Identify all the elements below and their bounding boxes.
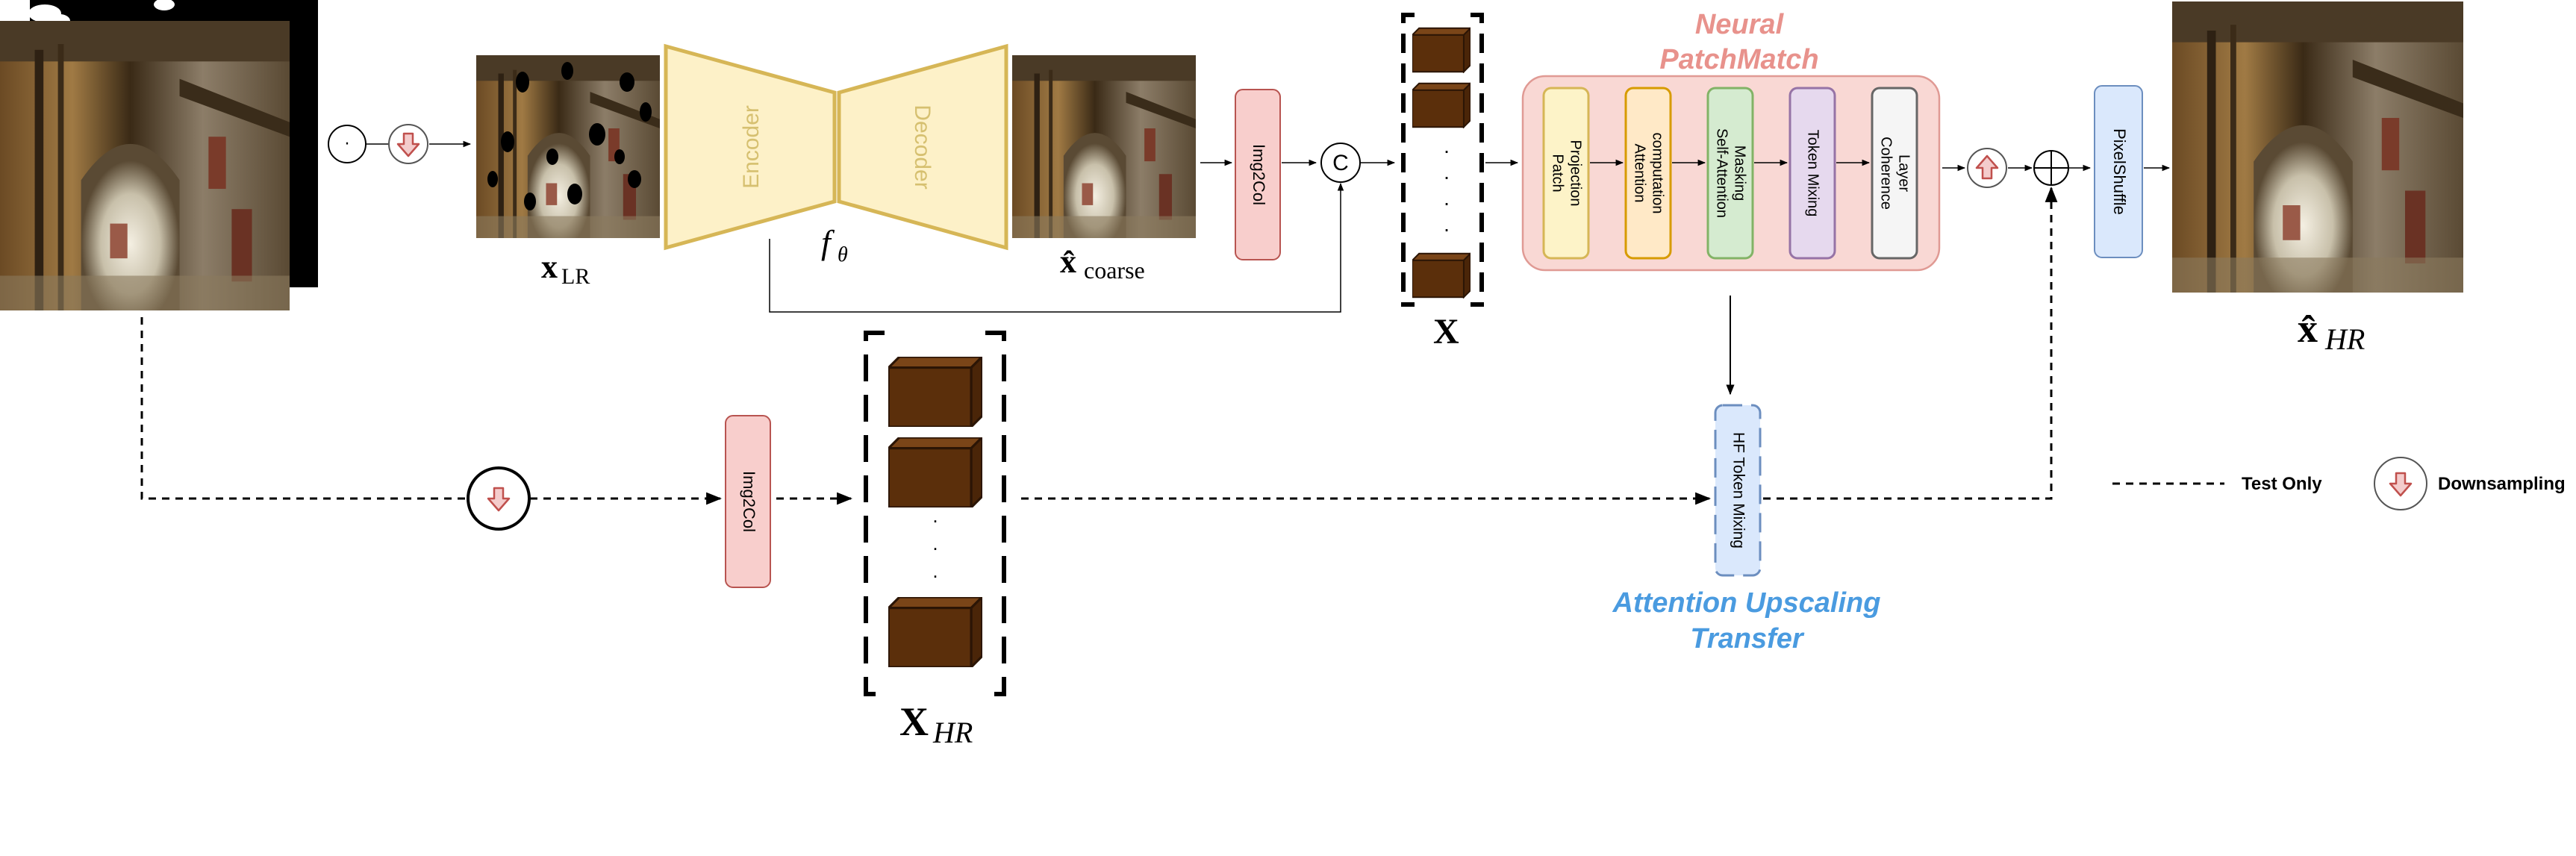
token-dots: . <box>1444 134 1450 157</box>
token-cube <box>888 357 982 427</box>
patchmatch-block-label: Self-Attention <box>1714 128 1730 218</box>
output-subscript: HR <box>2324 322 2365 356</box>
coarse-label: x̂ <box>1060 243 1076 280</box>
patchmatch-title: PatchMatch <box>1659 44 1818 75</box>
input-image <box>0 21 290 310</box>
test-only-path <box>1763 186 2058 500</box>
legend-downsampling-label: Downsampling <box>2438 474 2566 494</box>
patchmatch-block-label: Projection <box>1568 140 1584 207</box>
img2col-block-top <box>1235 89 1281 260</box>
patchmatch-block-label: Token Mixing <box>1805 130 1821 217</box>
x-hr-subscript: HR <box>932 716 973 749</box>
test-only-path <box>140 317 467 500</box>
token-dots: . <box>932 504 938 527</box>
legend-test-only-label: Test Only <box>2242 474 2322 494</box>
token-cube <box>888 597 982 667</box>
transfer-title: Attention Upscaling <box>1612 587 1881 619</box>
decoder-block <box>837 43 1008 251</box>
hf-token-mixing-label: HF Token Mixing <box>1730 432 1747 549</box>
img2col-label-top: Img2Col <box>1250 144 1268 205</box>
token-stack-x-hr: . . . <box>864 331 1006 696</box>
token-dots: . <box>932 532 938 554</box>
patchmatch-block-label: Layer <box>1896 154 1912 192</box>
pixelshuffle-label: PixelShuffle <box>2110 128 2129 215</box>
transfer-title: Transfer <box>1690 623 1805 655</box>
img2col-label-bottom: Img2Col <box>740 471 758 532</box>
patchmatch-block <box>1871 87 1918 260</box>
pixelshuffle-block <box>2094 85 2143 258</box>
mask-hole <box>154 0 175 10</box>
x-label: X <box>1433 312 1459 352</box>
token-cube <box>1412 252 1471 299</box>
token-cube <box>1412 27 1471 73</box>
img2col-block-bottom <box>725 415 771 588</box>
patchmatch-block-label: Masking <box>1732 146 1748 201</box>
network-subscript: θ <box>838 243 848 266</box>
output-image <box>2172 1 2463 293</box>
patchmatch-block-label: Patch <box>1550 154 1566 192</box>
encoder-label: Encoder <box>739 105 764 189</box>
patchmatch-block <box>1788 87 1836 260</box>
encoder-block <box>664 43 837 251</box>
lr-mask-holes <box>487 62 652 210</box>
hadamard-symbol: · <box>345 135 350 154</box>
patchmatch-title: Neural <box>1695 9 1785 40</box>
patchmatch-block <box>1542 87 1590 260</box>
token-cube <box>1412 82 1471 128</box>
hf-token-mixing-block <box>1714 404 1762 577</box>
token-dots: . <box>932 560 938 582</box>
token-stack-x: . . . . <box>1401 13 1484 307</box>
token-dots: . <box>1444 213 1450 236</box>
token-cube <box>888 437 982 507</box>
lr-subscript: LR <box>561 264 590 289</box>
lr-label: x <box>541 249 558 285</box>
patchmatch-block-label: Coherence <box>1878 137 1894 210</box>
concat-node <box>1320 143 1361 183</box>
coarse-image <box>1012 55 1196 238</box>
patchmatch-block-label: Attention <box>1632 144 1648 203</box>
patchmatch-block <box>1624 87 1672 260</box>
token-dots: . <box>1444 160 1450 184</box>
concat-symbol: C <box>1332 151 1349 175</box>
coarse-subscript: coarse <box>1084 257 1145 284</box>
input-image-stack <box>0 0 318 310</box>
patchmatch-block <box>1706 87 1754 260</box>
network-label: f <box>821 223 835 261</box>
output-label: x̂ <box>2298 306 2318 351</box>
x-hr-label: X <box>899 699 929 744</box>
skip-connection <box>769 182 1344 313</box>
patchmatch-block-label: computation <box>1650 133 1666 214</box>
lr-image <box>476 55 660 238</box>
decoder-label: Decoder <box>910 104 935 189</box>
token-dots: . <box>1444 187 1450 210</box>
